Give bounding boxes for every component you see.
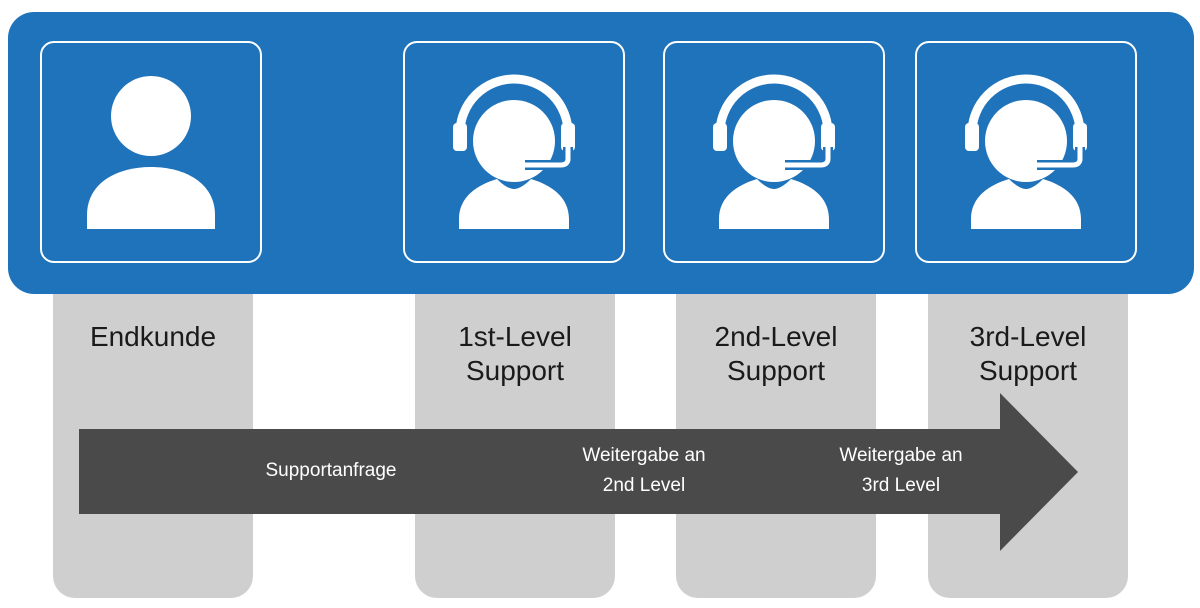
tile-3rd-level	[915, 41, 1137, 263]
flow-step-line1: Weitergabe an	[582, 445, 706, 466]
flow-step-weitergabe-2nd: Weitergabe an 2nd Level	[544, 441, 744, 501]
flow-step-supportanfrage: Supportanfrage	[231, 456, 431, 486]
flow-step-weitergabe-3rd: Weitergabe an 3rd Level	[801, 441, 1001, 501]
headset-agent-icon	[713, 74, 835, 229]
tile-2nd-level	[663, 41, 885, 263]
role-label-line2: Support	[726, 355, 826, 386]
headset-agent-icon	[453, 74, 575, 229]
person-icon	[87, 76, 215, 229]
flow-arrow-shape	[79, 393, 1078, 551]
role-label-line2: Support	[465, 355, 565, 386]
flow-step-line2: 3rd Level	[861, 475, 941, 496]
flow-step-line1: Supportanfrage	[265, 460, 397, 481]
flow-step-line1: Weitergabe an	[839, 445, 963, 466]
role-label-line1: 3rd-Level	[969, 321, 1087, 352]
role-label-line1: 1st-Level	[458, 321, 572, 352]
role-label-2nd-level: 2nd-Level Support	[676, 320, 876, 388]
headset-agent-icon	[965, 74, 1087, 229]
role-label-line1: Endkunde	[89, 321, 217, 352]
role-label-line1: 2nd-Level	[714, 321, 838, 352]
role-label-endkunde: Endkunde	[53, 320, 253, 354]
flow-step-line2: 2nd Level	[602, 475, 686, 496]
tile-endkunde	[40, 41, 262, 263]
role-label-3rd-level: 3rd-Level Support	[928, 320, 1128, 388]
role-label-line2: Support	[978, 355, 1078, 386]
column-1st-level	[415, 250, 615, 598]
column-endkunde	[53, 250, 253, 598]
tile-1st-level	[403, 41, 625, 263]
role-label-1st-level: 1st-Level Support	[415, 320, 615, 388]
column-2nd-level	[676, 250, 876, 598]
